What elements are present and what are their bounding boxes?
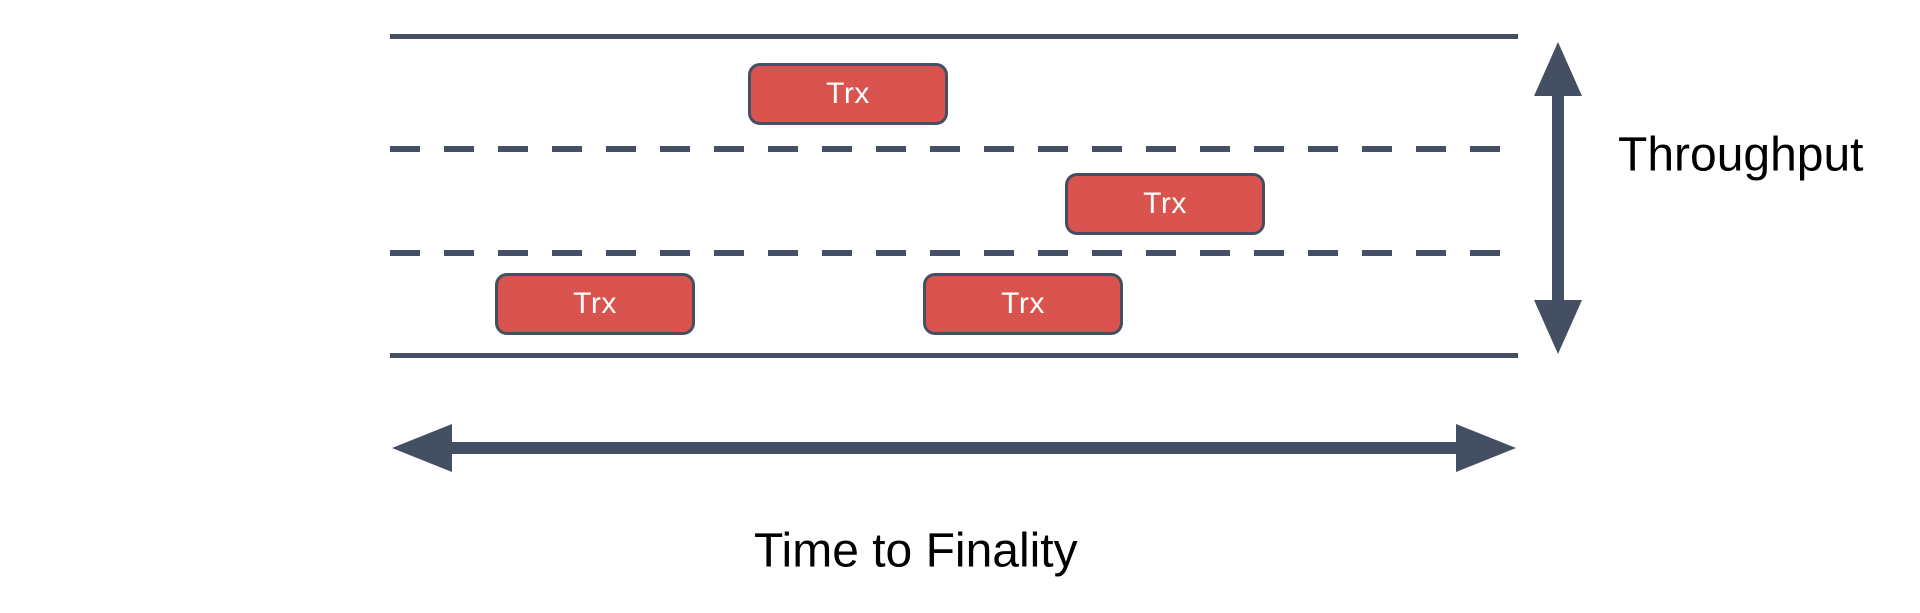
arrow-shaft-vertical bbox=[1552, 94, 1564, 304]
time-to-finality-arrow bbox=[392, 424, 1516, 472]
vertical-axis-label: Throughput bbox=[1618, 128, 1864, 182]
transaction-label: Trx bbox=[573, 287, 617, 320]
arrow-head-up-icon bbox=[1534, 42, 1582, 96]
lane-divider-dashed-1 bbox=[390, 146, 1518, 152]
arrow-head-down-icon bbox=[1534, 300, 1582, 354]
horizontal-axis-label: Time to Finality bbox=[754, 524, 1078, 578]
transaction-box[interactable]: Trx bbox=[748, 63, 948, 125]
lane-boundary-top-solid bbox=[390, 34, 1518, 39]
throughput-arrow bbox=[1534, 42, 1582, 354]
arrow-head-left-icon bbox=[392, 424, 452, 472]
transaction-box[interactable]: Trx bbox=[1065, 173, 1265, 235]
transaction-box[interactable]: Trx bbox=[923, 273, 1123, 335]
arrow-head-right-icon bbox=[1456, 424, 1516, 472]
transaction-label: Trx bbox=[1143, 187, 1187, 220]
transaction-box[interactable]: Trx bbox=[495, 273, 695, 335]
transaction-label: Trx bbox=[826, 77, 870, 110]
arrow-shaft-horizontal bbox=[448, 442, 1460, 454]
lane-boundary-bottom-solid bbox=[390, 353, 1518, 358]
lane-divider-dashed-2 bbox=[390, 250, 1518, 256]
transaction-label: Trx bbox=[1001, 287, 1045, 320]
